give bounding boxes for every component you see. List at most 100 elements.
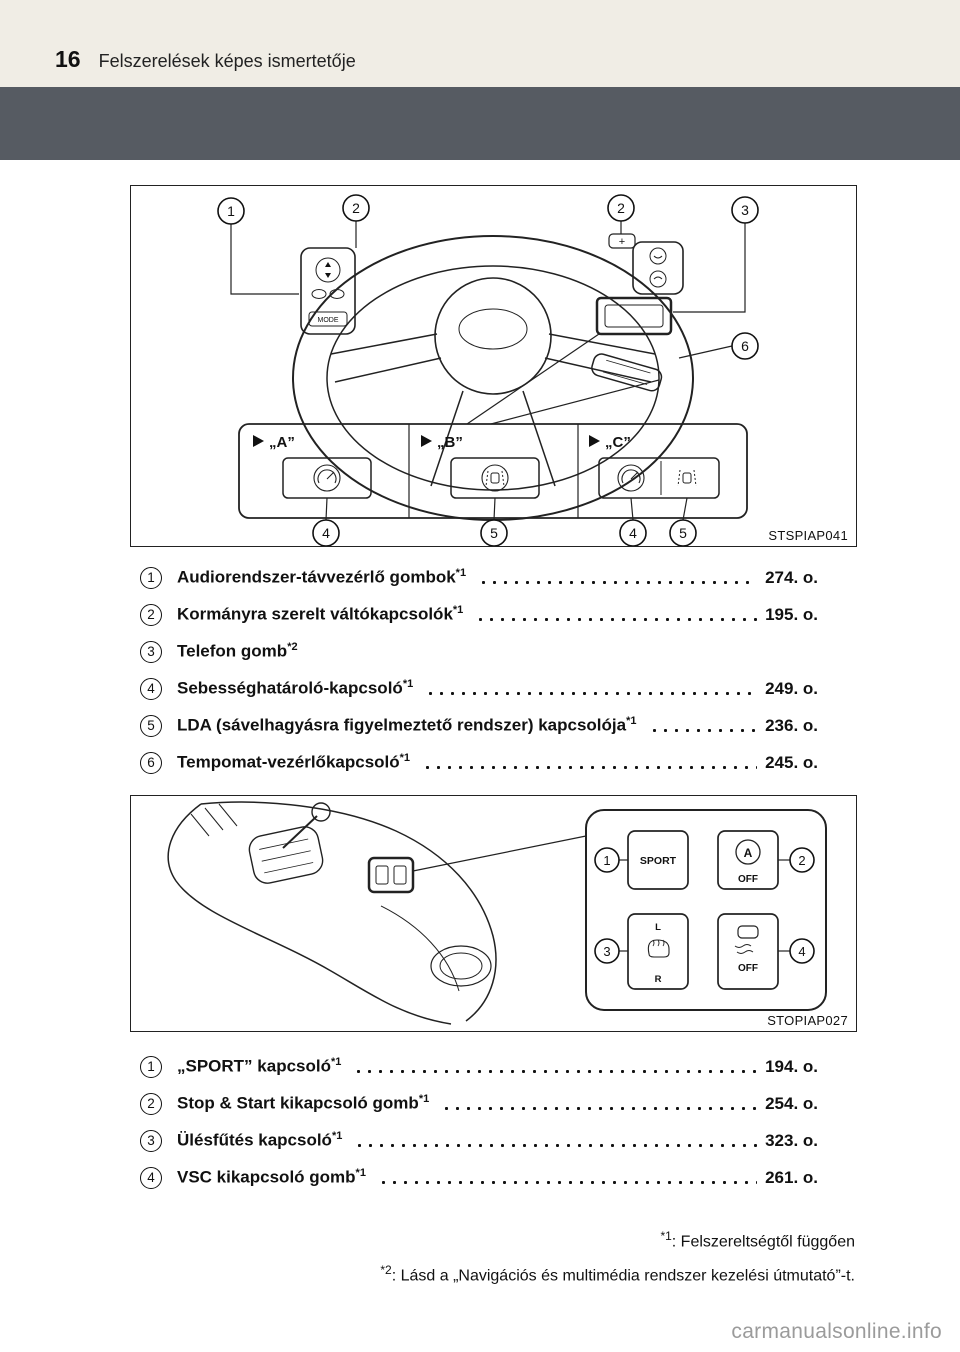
- figure-caption: STOPIAP027: [767, 1013, 848, 1028]
- svg-text:4: 4: [798, 944, 805, 959]
- callout-3: 3: [594, 938, 620, 964]
- callout-5b: 5: [669, 519, 697, 546]
- item-label: Tempomat-vezérlőkapcsoló*1: [177, 752, 411, 772]
- wheel-inner-rim: [326, 265, 660, 491]
- dot-leader: [475, 617, 758, 622]
- svg-text:2: 2: [617, 200, 625, 216]
- steering-wheel-diagram: + MODE: [217, 194, 759, 546]
- item-label: LDA (sávelhagyásra figyelmeztető rendsze…: [177, 715, 637, 735]
- svg-text:4: 4: [629, 525, 637, 541]
- gear-shifter: [248, 826, 324, 884]
- panel-c-label: „C”: [605, 434, 631, 451]
- shift-knob: [311, 802, 331, 822]
- list-item: 3 Telefon gomb*2: [140, 633, 818, 670]
- cruise-icon: [617, 464, 645, 492]
- item-number-badge: 2: [140, 603, 162, 626]
- list-item: 3 Ülésfűtés kapcsoló*1 323. o.: [140, 1122, 818, 1159]
- item-page: 195. o.: [765, 604, 818, 624]
- mode-button-label: MODE: [318, 317, 339, 324]
- svg-text:1: 1: [227, 203, 235, 219]
- chapter-banner: [0, 87, 960, 160]
- a-off-label: OFF: [738, 874, 758, 885]
- item-number-badge: 1: [140, 1055, 162, 1078]
- svg-text:2: 2: [352, 200, 360, 216]
- callout-5a: 5: [480, 519, 508, 546]
- callout-1: 1: [594, 847, 620, 873]
- item-number-badge: 1: [140, 566, 162, 589]
- cruise-lda-cluster: [595, 296, 673, 336]
- paddle-plus-label: +: [619, 236, 625, 248]
- vsc-off-button: [717, 913, 779, 990]
- shift-paddle-icon: [608, 233, 636, 249]
- footnote-marker: *2: [380, 1263, 392, 1278]
- page-number: 16: [55, 46, 81, 72]
- footnote-ref: *1: [355, 1167, 366, 1180]
- footnote-ref: *1: [331, 1130, 343, 1143]
- vsc-off-label: OFF: [738, 963, 758, 974]
- callout-2: 2: [342, 194, 370, 222]
- footnote-ref: *1: [626, 715, 637, 728]
- item-page: 194. o.: [765, 1056, 818, 1076]
- arrow-icon: [589, 435, 600, 447]
- item-page: 274. o.: [765, 567, 818, 587]
- dot-leader: [441, 1106, 758, 1111]
- list-item: 5 LDA (sávelhagyásra figyelmeztető rends…: [140, 707, 818, 744]
- item-label: Ülésfűtés kapcsoló*1: [177, 1130, 343, 1150]
- console-diagram: SPORT A OFF L R OFF 1: [167, 801, 827, 1025]
- callout-3: 3: [731, 196, 759, 224]
- svg-text:3: 3: [741, 202, 749, 218]
- item-page: 254. o.: [765, 1093, 818, 1113]
- lda-icon: [682, 472, 692, 484]
- seat-left-label: L: [655, 922, 661, 933]
- dot-leader: [353, 1069, 758, 1074]
- speed-limiter-icon: [313, 464, 341, 492]
- content: + MODE: [0, 185, 857, 1291]
- console-switch-cluster: [367, 856, 415, 894]
- equipment-list-2: 1 „SPORT” kapcsoló*1 194. o. 2 Stop & St…: [140, 1048, 818, 1196]
- seat-icon: [647, 939, 670, 958]
- control-stalk: [591, 353, 663, 392]
- item-label: Telefon gomb*2: [177, 641, 298, 661]
- footnote-text: : Lásd a „Navigációs és multimédia rends…: [391, 1267, 855, 1285]
- cupholder: [430, 945, 492, 987]
- figure-steering-wheel: + MODE: [130, 185, 857, 547]
- item-label: Sebességhatároló-kapcsoló*1: [177, 678, 414, 698]
- footnote-text: : Felszereltségtől függően: [671, 1233, 855, 1251]
- item-label: Audiorendszer-távvezérlő gombok*1: [177, 567, 467, 587]
- sport-button-label: SPORT: [640, 855, 677, 867]
- callout-4b: 4: [619, 519, 647, 546]
- item-page: 236. o.: [765, 715, 818, 735]
- item-number-badge: 3: [140, 640, 162, 663]
- footnote-ref: *2: [287, 641, 298, 654]
- audio-remote-pod: [300, 247, 356, 335]
- svg-text:1: 1: [603, 853, 610, 868]
- svg-text:3: 3: [603, 944, 610, 959]
- item-page: 249. o.: [765, 678, 818, 698]
- arrow-icon: [421, 435, 432, 447]
- footnote-ref: *1: [418, 1093, 430, 1106]
- a-label: A: [744, 846, 753, 860]
- panel-b-label: „B”: [437, 434, 463, 451]
- dot-leader: [422, 765, 758, 770]
- panel-a-label: „A”: [269, 434, 295, 451]
- item-number-badge: 6: [140, 751, 162, 774]
- switch-b: [450, 457, 540, 499]
- svg-text:2: 2: [798, 853, 805, 868]
- dot-leader: [377, 1180, 758, 1185]
- item-number-badge: 5: [140, 714, 162, 737]
- footnotes: *1: Felszereltségtől függően *2: Lásd a …: [130, 1222, 855, 1291]
- footnote-ref: *1: [330, 1056, 342, 1069]
- svg-text:5: 5: [490, 525, 498, 541]
- callout-2b: 2: [607, 194, 635, 222]
- phone-pod: [632, 241, 684, 295]
- item-label: „SPORT” kapcsoló*1: [177, 1056, 342, 1076]
- dot-leader: [478, 580, 758, 585]
- item-number-badge: 4: [140, 677, 162, 700]
- item-label: Kormányra szerelt váltókapcsolók*1: [177, 604, 464, 624]
- item-label: VSC kikapcsoló gomb*1: [177, 1167, 366, 1187]
- item-number-badge: 3: [140, 1129, 162, 1152]
- list-item: 4 VSC kikapcsoló gomb*1 261. o.: [140, 1159, 818, 1196]
- footnote-ref: *1: [399, 752, 411, 765]
- callout-6: 6: [731, 332, 759, 360]
- seat-right-label: R: [655, 974, 662, 985]
